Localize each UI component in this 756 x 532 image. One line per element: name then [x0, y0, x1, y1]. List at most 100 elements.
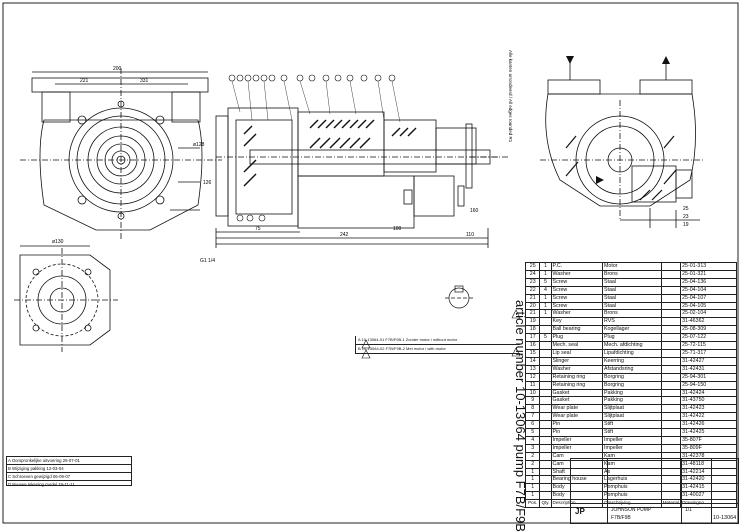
parts-cell: 25-04-136	[680, 277, 737, 287]
parts-cell: 8	[524, 404, 541, 414]
parts-cell	[660, 277, 682, 287]
parts-cell	[660, 262, 682, 271]
parts-cell: 1	[539, 293, 552, 303]
dim-right-25: 25	[683, 206, 689, 212]
parts-cell: Key	[550, 317, 603, 327]
parts-cell	[660, 428, 682, 437]
parts-cell: 25	[524, 262, 541, 271]
dim-top-221: 221	[80, 78, 89, 84]
title-block: JP JOHNSON PUMP F7B/F9B 1/1 10-13064	[570, 458, 739, 524]
revision-row: B Wijziging pakking 12-03-04	[7, 465, 131, 473]
parts-cell: Washer	[550, 309, 603, 319]
parts-cell: Screw	[550, 293, 603, 303]
parts-cell: 1	[524, 491, 541, 501]
dim-front-width: ø130	[52, 239, 64, 245]
parts-cell	[539, 451, 552, 461]
parts-cell: 23	[524, 277, 541, 287]
parts-cell: Lip seal	[550, 348, 603, 358]
parts-cell: Screw	[550, 301, 603, 311]
parts-cell	[539, 380, 552, 390]
flow-arrows	[566, 56, 670, 184]
parts-cell	[539, 348, 552, 358]
parts-cell: 24	[524, 269, 541, 279]
parts-cell: Washer	[550, 269, 603, 279]
parts-cell	[539, 372, 552, 382]
parts-cell: Brons	[601, 309, 662, 319]
revision-row: A Oorspronkelijke uitvoering 25-07-01	[7, 457, 131, 465]
parts-cell	[539, 341, 552, 350]
parts-cell: Impeller	[601, 443, 662, 453]
parts-cell: Impeller	[550, 435, 603, 445]
parts-cell: Impeller	[601, 435, 662, 445]
parts-cell: Gasket	[550, 396, 603, 406]
parts-cell: 11	[524, 380, 541, 390]
parts-footer-cell: Pos.	[524, 499, 541, 509]
parts-cell	[660, 293, 682, 303]
parts-cell	[539, 443, 552, 453]
dim-left-126: 126	[203, 180, 212, 186]
parts-cell: Pakking	[601, 396, 662, 406]
parts-cell: Motor	[601, 262, 662, 271]
parts-footer-cell: Qty.	[539, 499, 552, 509]
parts-cell	[660, 380, 682, 390]
parts-cell: Slinger	[550, 356, 603, 366]
parts-cell	[660, 317, 682, 327]
parts-cell: Staal	[601, 277, 662, 287]
parts-cell	[660, 364, 682, 374]
dim-top-331: 331	[140, 78, 149, 84]
parts-cell: 31-42423	[680, 404, 737, 414]
parts-cell: 31-46362	[680, 317, 737, 327]
parts-cell: 15	[524, 348, 541, 358]
side-view	[540, 60, 704, 228]
parts-cell: 5	[539, 277, 552, 287]
parts-cell: Ball bearing	[550, 325, 603, 335]
variant-note-row: A 10-13064-01 F7B/F9B-1 Zonder motor / w…	[355, 336, 520, 345]
parts-cell: 16	[524, 341, 541, 350]
parts-cell: Washer	[550, 364, 603, 374]
parts-cell	[539, 325, 552, 335]
dim-bottom-242: 242	[340, 232, 349, 238]
parts-cell: 31-42422	[680, 412, 737, 422]
dim-bottom-100: 100	[393, 226, 402, 232]
parts-cell	[539, 459, 552, 469]
parts-cell	[660, 356, 682, 366]
parts-cell	[660, 420, 682, 430]
parts-cell	[660, 333, 682, 343]
parts-cell: 25-07-122	[680, 333, 737, 343]
parts-cell: Pin	[550, 420, 603, 430]
parts-cell: 21	[524, 309, 541, 319]
parts-cell	[539, 475, 552, 485]
parts-cell: Stift	[601, 420, 662, 430]
variant-notes: A 10-13064-01 F7B/F9B-1 Zonder motor / w…	[355, 336, 520, 370]
parts-cell: RVS	[601, 317, 662, 327]
dim-top-200: 200	[113, 66, 122, 72]
parts-cell: Staal	[601, 293, 662, 303]
parts-cell: Wear plate	[550, 404, 603, 414]
parts-cell: 31-42424	[680, 388, 737, 398]
parts-cell: 17	[524, 333, 541, 343]
parts-cell: 21	[524, 293, 541, 303]
parts-cell: 4	[539, 285, 552, 295]
parts-cell: 31-42425	[680, 428, 737, 437]
dim-bottom-75: 75	[255, 226, 261, 232]
parts-cell: 19	[524, 317, 541, 327]
parts-cell: 10	[524, 388, 541, 398]
company-name: JOHNSON PUMP	[611, 507, 652, 513]
parts-cell: Staal	[601, 301, 662, 311]
section-view	[215, 107, 510, 248]
parts-cell	[539, 491, 552, 501]
parts-cell	[660, 309, 682, 319]
